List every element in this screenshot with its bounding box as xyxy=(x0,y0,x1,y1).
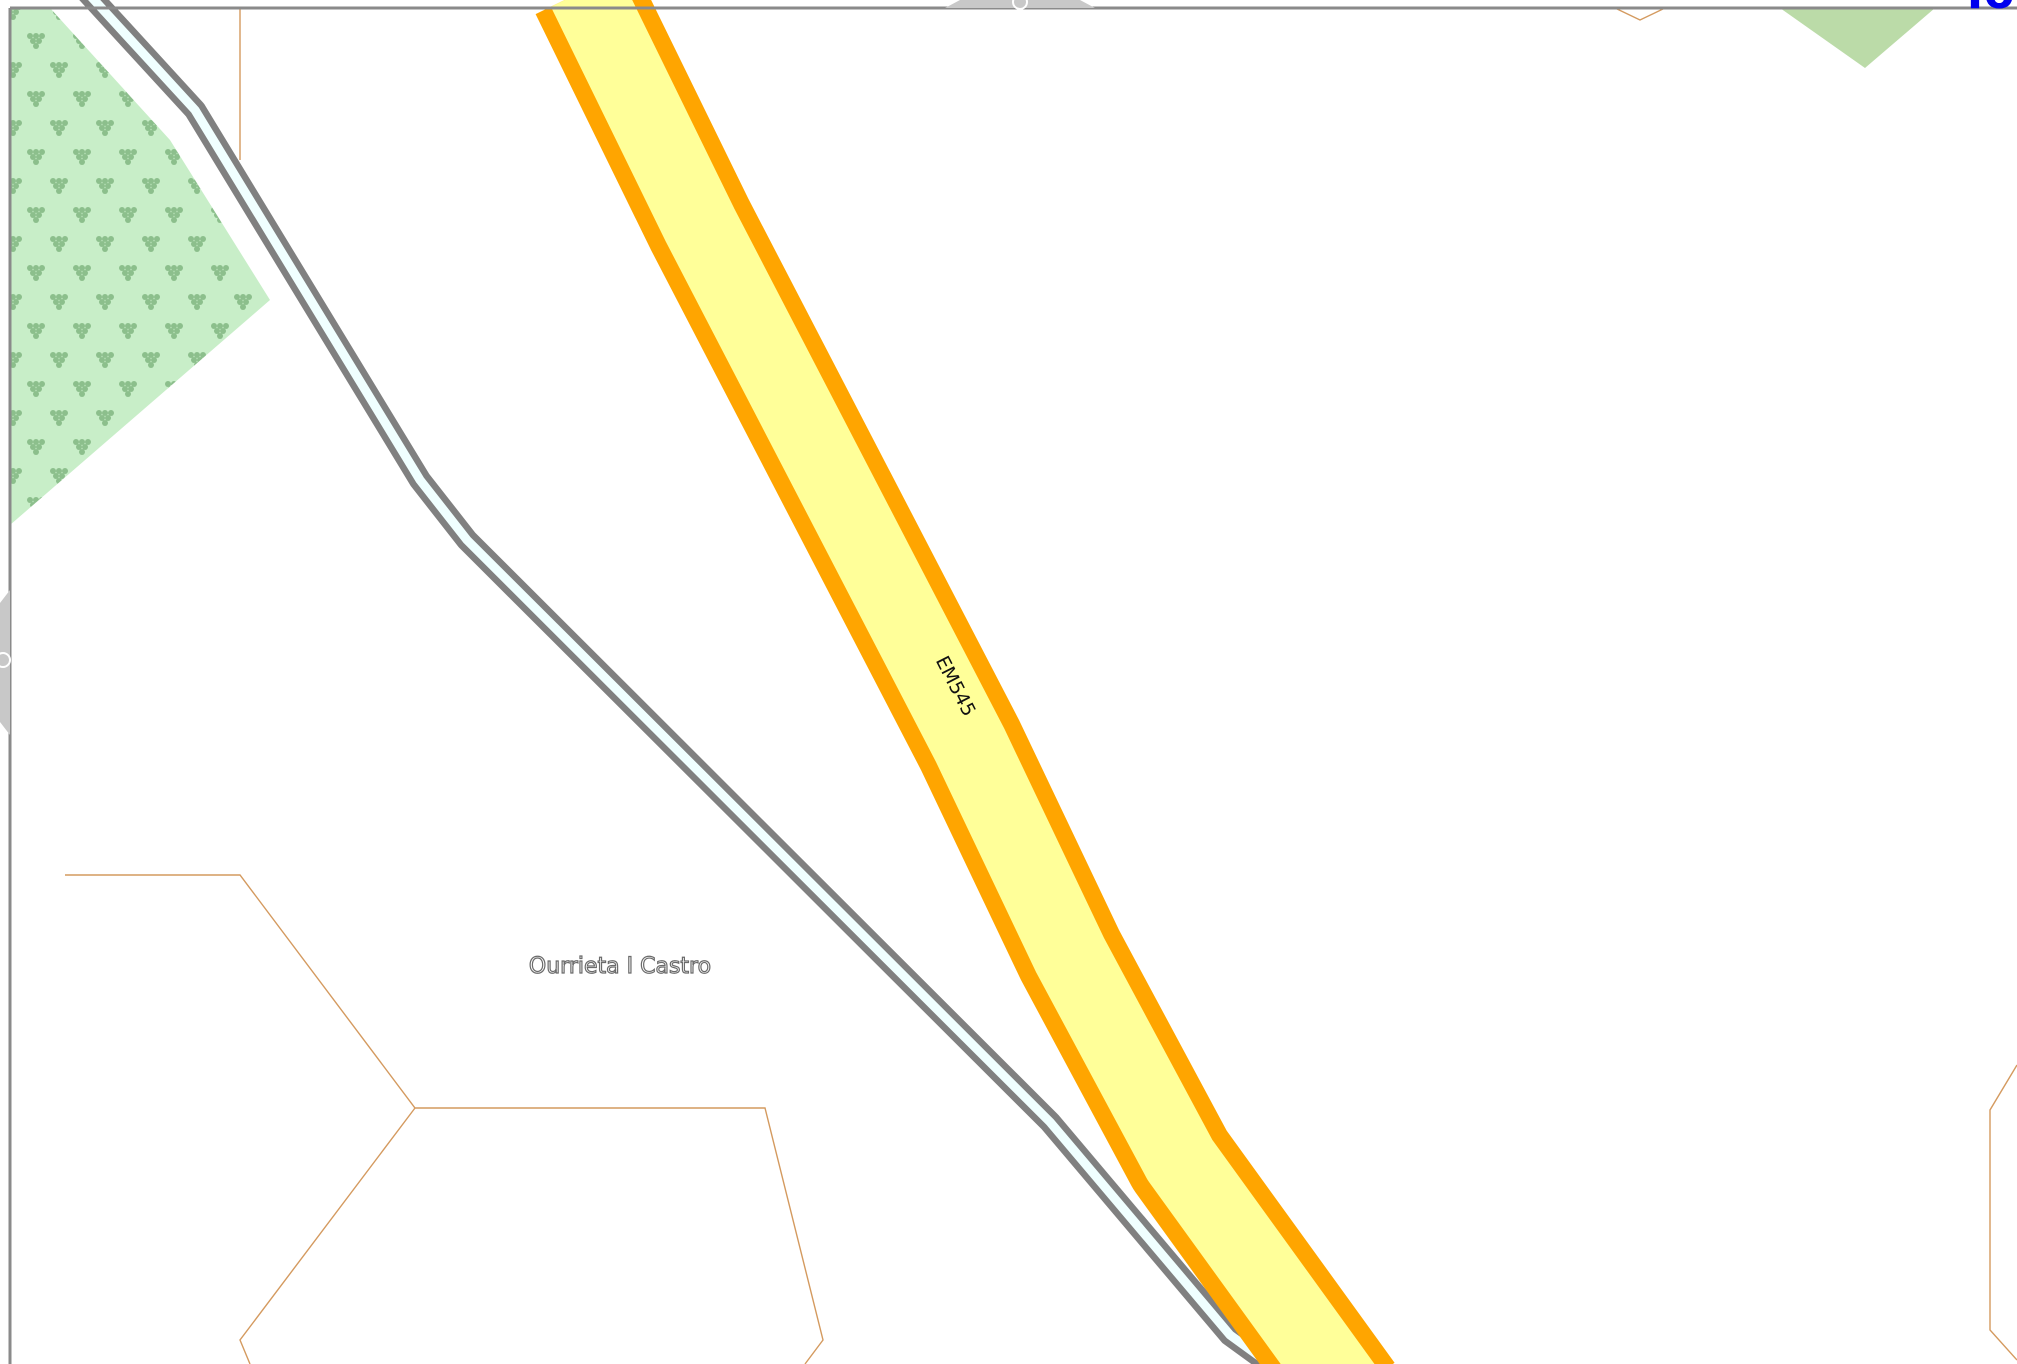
place-label: Ourrieta I Castro xyxy=(529,954,711,979)
vineyard-area xyxy=(10,8,270,525)
corner-link-fragment[interactable]: To xyxy=(1960,0,2014,19)
map-frame xyxy=(8,6,2017,1364)
pan-up-icon[interactable] xyxy=(945,0,1095,10)
meadow-area xyxy=(1780,8,1935,68)
track-road xyxy=(79,0,1281,1364)
pan-left-icon[interactable] xyxy=(0,590,11,735)
boundary-lines xyxy=(65,7,2017,1364)
primary-road-em545 xyxy=(535,0,1395,1364)
